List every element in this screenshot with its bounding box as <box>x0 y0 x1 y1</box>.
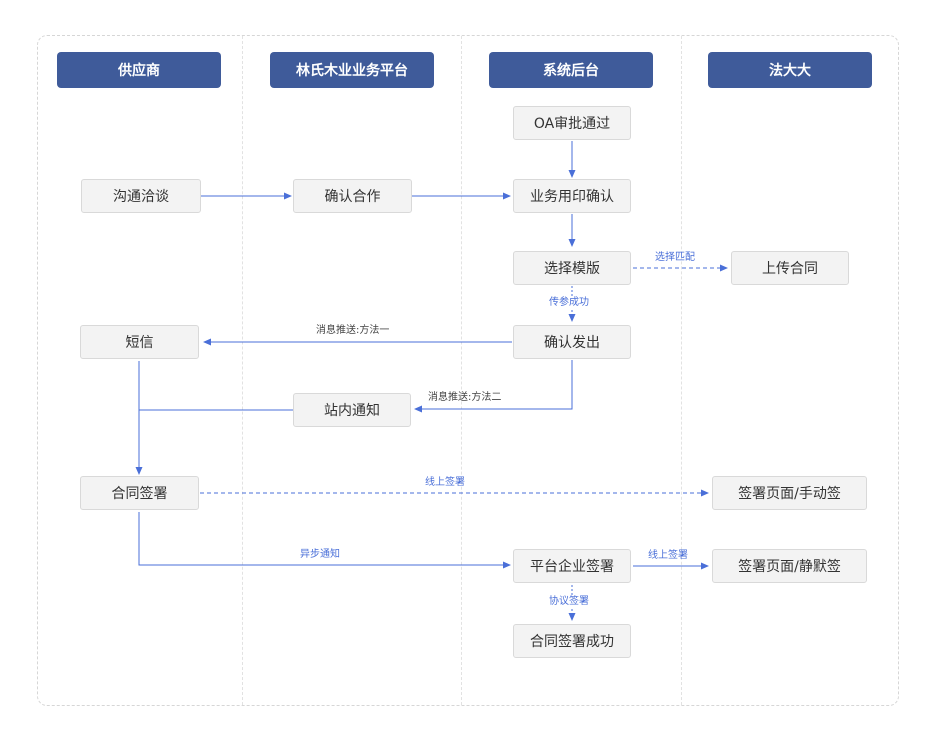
node-negotiate: 沟通洽谈 <box>81 179 201 213</box>
node-oa-approval: OA审批通过 <box>513 106 631 140</box>
lane-header-fadada: 法大大 <box>708 52 872 88</box>
edge-label-async-notice: 异步通知 <box>300 549 340 560</box>
edge-label-agreement-sign: 协议签署 <box>547 596 591 608</box>
node-sms: 短信 <box>80 325 199 359</box>
lane-header-backend: 系统后台 <box>489 52 653 88</box>
lane-divider <box>461 36 462 705</box>
lane-divider <box>242 36 243 705</box>
diagram-frame <box>37 35 899 706</box>
node-choose-template: 选择模版 <box>513 251 631 285</box>
edge-label-online-sign-2: 线上签署 <box>648 550 688 561</box>
node-sign-success: 合同签署成功 <box>513 624 631 658</box>
node-platform-sign: 平台企业签署 <box>513 549 631 583</box>
node-sign-page-manual: 签署页面/手动签 <box>712 476 867 510</box>
node-contract-sign: 合同签署 <box>80 476 199 510</box>
lane-divider <box>681 36 682 705</box>
edge-sign-to-platform <box>138 512 511 569</box>
edge-label-msg-push-1: 消息推送:方法一 <box>316 325 390 336</box>
edge-label-param-success: 传参成功 <box>547 297 591 309</box>
edge-label-select-match: 选择匹配 <box>655 252 695 263</box>
lane-header-platform: 林氏木业业务平台 <box>270 52 434 88</box>
lane-header-supplier: 供应商 <box>57 52 221 88</box>
node-upload-contract: 上传合同 <box>731 251 849 285</box>
node-confirm-send: 确认发出 <box>513 325 631 359</box>
node-sign-page-silent: 签署页面/静默签 <box>712 549 867 583</box>
node-confirm-coop: 确认合作 <box>293 179 412 213</box>
edge-send-to-site-notice <box>414 360 573 413</box>
node-site-notice: 站内通知 <box>293 393 411 427</box>
node-seal-confirm: 业务用印确认 <box>513 179 631 213</box>
edge-label-online-sign-1: 线上签署 <box>425 477 465 488</box>
edge-label-msg-push-2: 消息推送:方法二 <box>428 392 502 403</box>
